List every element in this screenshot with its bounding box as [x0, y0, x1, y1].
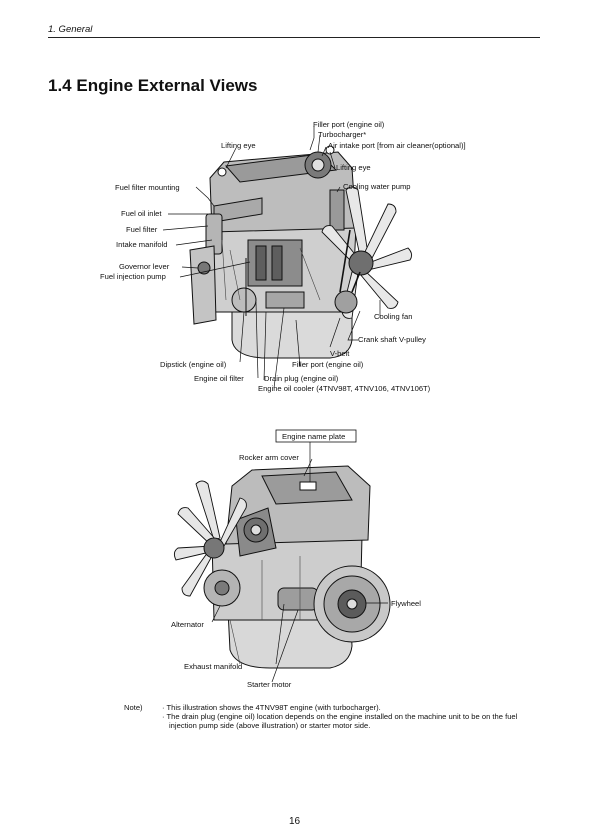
label-fuel-injection-pump: Fuel injection pump	[100, 272, 166, 281]
label-oil-cooler: Engine oil cooler (4TNV98T, 4TNV106, 4TN…	[258, 384, 431, 393]
label-starter-motor: Starter motor	[247, 680, 292, 689]
leader-lines-front	[162, 126, 381, 389]
label-cooling-fan: Cooling fan	[374, 312, 412, 321]
label-drain-plug: Drain plug (engine oil)	[264, 374, 339, 383]
label-filler-port-bottom: Filler port (engine oil)	[292, 360, 364, 369]
note-item: · The drain plug (engine oil) location d…	[162, 712, 518, 731]
engine-illustration-rear	[173, 465, 391, 669]
label-crank-pulley: Crank shaft V-pulley	[358, 335, 426, 344]
name-plate-box	[275, 429, 357, 443]
label-lifting-eye-right: Lifting eye	[336, 163, 371, 172]
label-governor-lever: Governor lever	[119, 262, 170, 271]
label-fuel-filter-mounting: Fuel filter mounting	[115, 183, 180, 192]
label-fuel-filter: Fuel filter	[126, 225, 158, 234]
label-oil-filter: Engine oil filter	[194, 374, 244, 383]
label-flywheel: Flywheel	[391, 599, 421, 608]
label-engine-name-plate: Engine name plate	[282, 432, 345, 441]
engine-illustration-front	[189, 145, 413, 359]
label-dipstick: Dipstick (engine oil)	[160, 360, 227, 369]
label-filler-port-top: Filler port (engine oil)	[313, 120, 385, 129]
page-number: 16	[288, 816, 301, 827]
label-v-belt: V-belt	[330, 349, 350, 358]
label-air-intake: Air intake port [from air cleaner(option…	[328, 141, 466, 150]
label-cooling-water-pump: Cooling water pump	[343, 182, 411, 191]
label-fuel-oil-inlet: Fuel oil inlet	[121, 209, 162, 218]
section-title: 1.4 Engine External Views	[48, 76, 258, 95]
leader-lines-rear	[211, 442, 388, 683]
running-header: 1. General	[48, 24, 93, 35]
note-body: · This illustration shows the 4TNV98T en…	[162, 703, 532, 731]
note-item: · This illustration shows the 4TNV98T en…	[162, 703, 381, 712]
label-rocker-arm-cover: Rocker arm cover	[239, 453, 299, 462]
note-label: Note)	[124, 703, 143, 712]
header-rule	[48, 37, 540, 38]
label-intake-manifold: Intake manifold	[116, 240, 168, 249]
label-turbocharger: Turbocharger*	[318, 130, 366, 139]
label-exhaust-manifold: Exhaust manifold	[184, 662, 242, 671]
label-alternator: Alternator	[171, 620, 204, 629]
label-lifting-eye-left: Lifting eye	[221, 141, 256, 150]
